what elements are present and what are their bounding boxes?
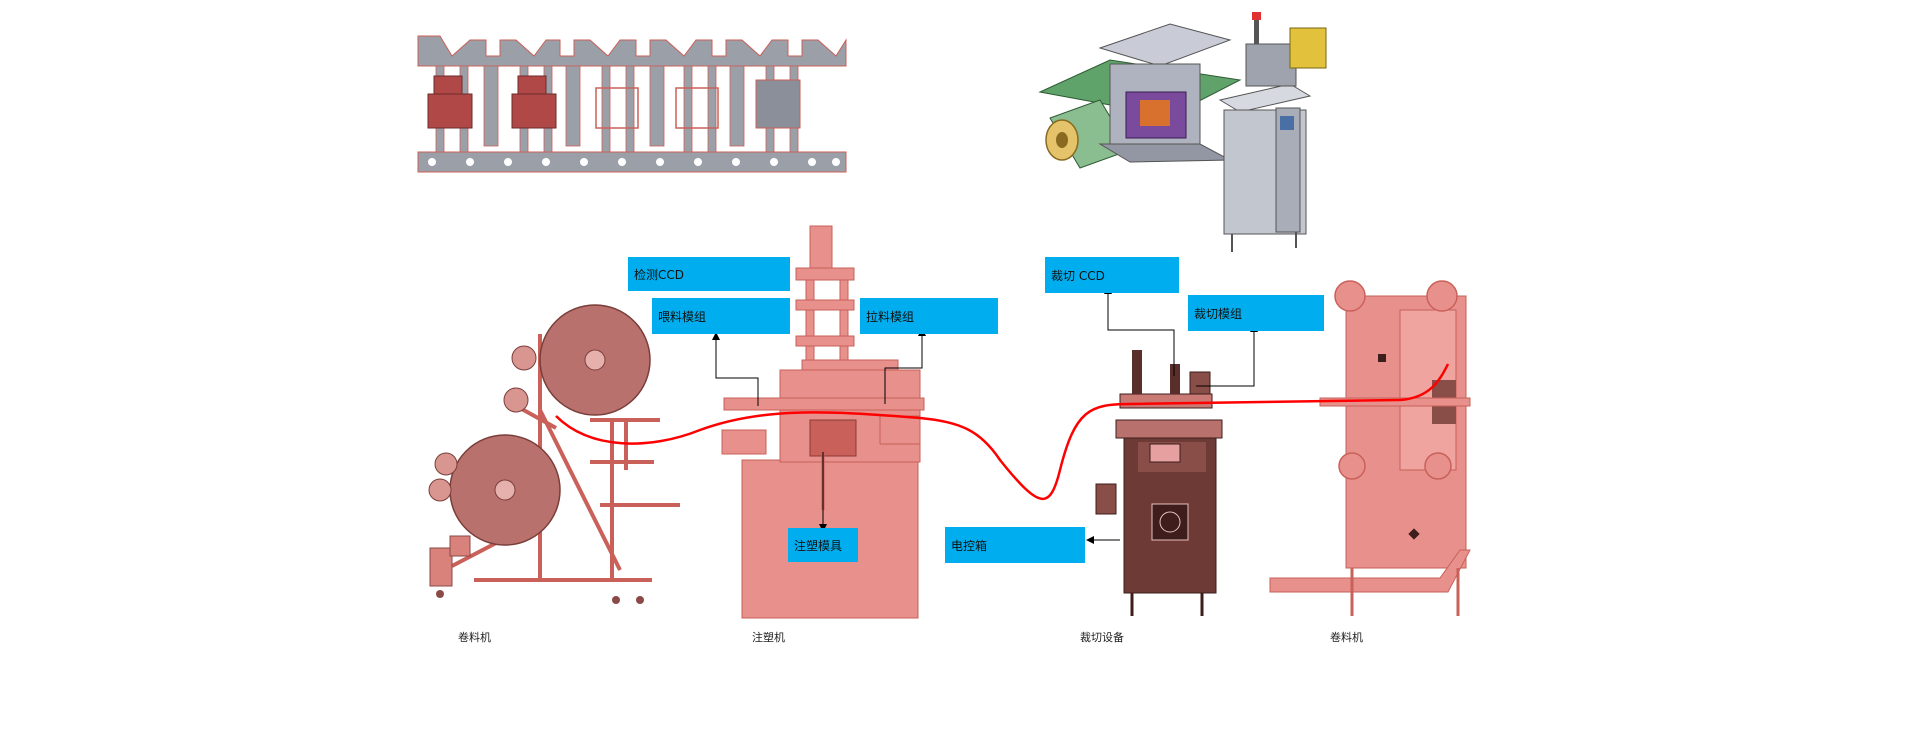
callout-injection-mold: 注塑模具 bbox=[788, 528, 858, 562]
label-reel-machine-right: 卷料机 bbox=[1330, 631, 1363, 644]
callout-cutting-ccd: 裁切 CCD bbox=[1045, 257, 1179, 293]
terminal-strip-drawing bbox=[416, 34, 848, 174]
label-reel-machine-left: 卷料机 bbox=[458, 631, 491, 644]
cutting-equipment bbox=[1095, 350, 1223, 616]
callout-cutting-module: 裁切模组 bbox=[1188, 295, 1324, 331]
callout-feeding-module: 喂料模组 bbox=[652, 298, 790, 334]
label-injection-machine: 注塑机 bbox=[752, 631, 785, 644]
material-strip-line bbox=[555, 363, 1450, 501]
callout-leader-lines bbox=[715, 292, 1255, 541]
right-reel-machine bbox=[1269, 280, 1471, 616]
callout-ccd-inspection: 检测CCD bbox=[628, 257, 790, 291]
injection-cutting-machine-3d-render bbox=[1038, 12, 1327, 252]
left-reel-machine bbox=[428, 304, 680, 604]
callout-pulling-module: 拉料模组 bbox=[860, 298, 998, 334]
callout-electric-cabinet: 电控箱 bbox=[945, 527, 1085, 563]
label-cutting-equipment: 裁切设备 bbox=[1080, 631, 1124, 644]
